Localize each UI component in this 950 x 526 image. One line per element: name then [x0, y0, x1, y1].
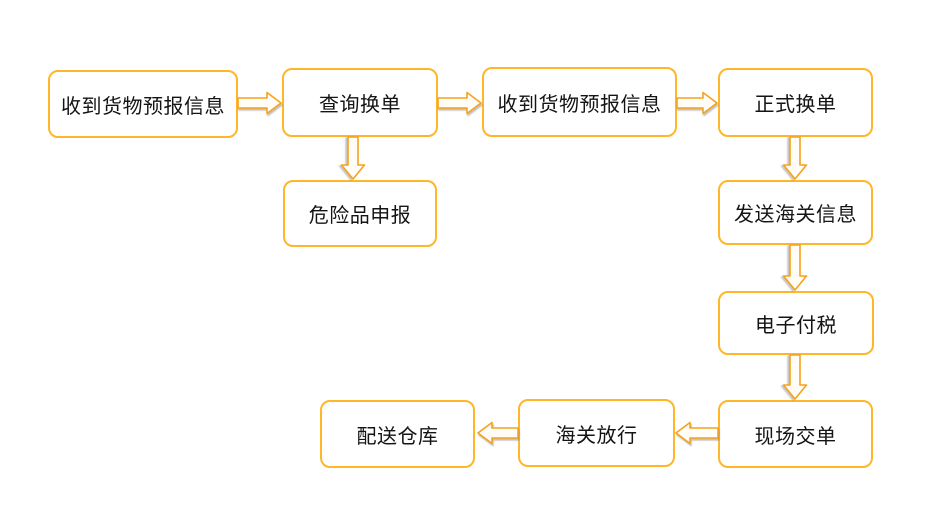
node-label: 收到货物预报信息: [61, 95, 225, 118]
flow-arrow-right-icon: [676, 91, 718, 115]
node-receive-cargo-forecast-2: 收到货物预报信息: [482, 67, 677, 137]
node-receive-cargo-forecast-1: 收到货物预报信息: [48, 70, 238, 138]
flow-arrow-right-icon: [437, 91, 482, 115]
node-send-customs-info: 发送海关信息: [718, 180, 873, 245]
node-warehouse-delivery: 配送仓库: [320, 400, 475, 468]
node-label: 收到货物预报信息: [497, 93, 662, 116]
node-customs-release: 海关放行: [518, 399, 675, 467]
flow-arrow-down-icon: [782, 354, 808, 400]
node-formal-bill-exchange: 正式换单: [718, 68, 873, 137]
node-dangerous-goods-declaration: 危险品申报: [283, 180, 437, 247]
node-electronic-tax-payment: 电子付税: [718, 291, 874, 355]
node-onsite-document-submission: 现场交单: [718, 400, 873, 468]
flow-arrow-down-icon: [782, 244, 808, 291]
node-label: 海关放行: [555, 424, 638, 447]
node-label: 电子付税: [755, 314, 837, 337]
flow-arrow-left-icon: [477, 421, 519, 445]
node-query-bill-exchange: 查询换单: [282, 68, 438, 137]
node-label: 正式换单: [754, 94, 837, 116]
flow-arrow-down-icon: [340, 136, 366, 180]
node-label: 危险品申报: [308, 205, 412, 227]
node-label: 现场交单: [754, 425, 837, 448]
node-label: 配送仓库: [356, 425, 439, 448]
node-label: 查询换单: [319, 94, 401, 116]
flow-arrow-left-icon: [675, 421, 719, 445]
flow-arrow-right-icon: [237, 91, 282, 115]
flow-arrow-down-icon: [782, 136, 808, 180]
node-label: 发送海关信息: [734, 204, 857, 226]
